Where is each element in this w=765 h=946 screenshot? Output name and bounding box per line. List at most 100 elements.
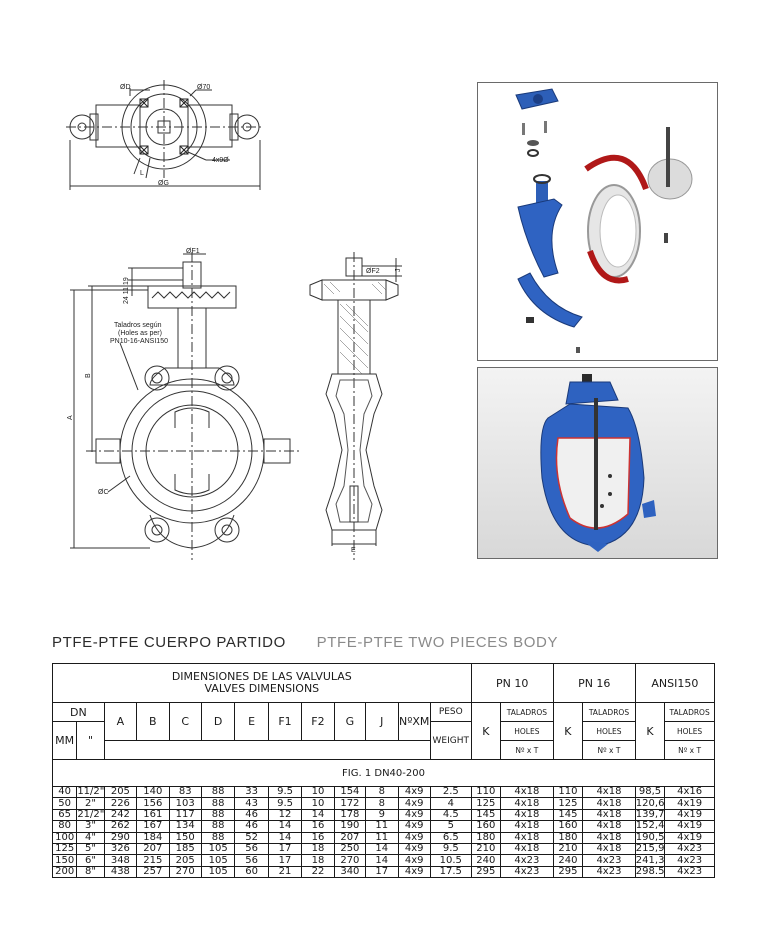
- label-e: E: [351, 547, 356, 554]
- table-cell: 180: [552, 831, 584, 844]
- table-cell: 4x18: [500, 831, 554, 844]
- table-cell: 110: [470, 785, 502, 799]
- exploded-view-render: [515, 88, 693, 353]
- header-c: C: [168, 702, 202, 741]
- table-cell: 6.5: [429, 831, 472, 844]
- table-cell: 11: [365, 820, 399, 833]
- header-holes-pn10: HOLES: [500, 721, 554, 741]
- table-cell: 4x9: [397, 785, 431, 799]
- table-cell: 207: [136, 842, 170, 856]
- header-taladros-pn10: TALADROS: [500, 702, 554, 722]
- table-cell: 16: [301, 820, 335, 833]
- header-a: A: [103, 702, 138, 741]
- table-cell: 105: [200, 842, 236, 856]
- table-cell: 14: [267, 820, 303, 833]
- table-cell: 240: [470, 854, 502, 867]
- table-cell: 17: [267, 842, 303, 856]
- header-k-pn10: K: [470, 702, 502, 760]
- table-cell: 4x9: [397, 820, 431, 833]
- table-cell: 3": [76, 820, 105, 833]
- table-cell: 2": [76, 797, 105, 810]
- table-cell: 6": [76, 854, 105, 867]
- table-cell: 438: [103, 865, 138, 879]
- table-cell: 140: [136, 785, 170, 799]
- table-cell: 4": [76, 831, 105, 844]
- table-cell: 250: [333, 842, 367, 856]
- table-cell: 290: [103, 831, 138, 844]
- table-cell: 4.5: [429, 808, 472, 822]
- table-cell: 125: [51, 842, 78, 856]
- header-taladros-pn16: TALADROS: [582, 702, 636, 722]
- table-cell: 4x23: [582, 865, 636, 879]
- header-ansi: ANSI150: [634, 663, 716, 703]
- table-cell: 4x19: [664, 820, 715, 833]
- table-cell: 4x23: [664, 854, 715, 867]
- header-weight: WEIGHT: [429, 721, 472, 760]
- table-cell: 46: [234, 808, 269, 822]
- table-cell: 110: [552, 785, 584, 799]
- table-cell: 200: [51, 865, 78, 879]
- table-cell: 184: [136, 831, 170, 844]
- assembled-valve-render: [540, 374, 656, 552]
- table-cell: 88: [200, 785, 236, 799]
- table-cell: 180: [470, 831, 502, 844]
- table-cell: 139,7: [634, 808, 666, 822]
- table-cell: 125: [470, 797, 502, 810]
- table-cell: 4x18: [500, 785, 554, 799]
- technical-drawings: ØD Ø70 4x9Ø ØG L ØF1 24 11 19 A B ØC Tal…: [66, 80, 402, 560]
- section-heading: PTFE-PTFE CUERPO PARTIDO PTFE-PTFE TWO P…: [52, 634, 558, 651]
- label-f1: ØF1: [186, 248, 200, 255]
- header-f2: F2: [301, 702, 335, 741]
- table-cell: 100: [51, 831, 78, 844]
- table-cell: 340: [333, 865, 367, 879]
- table-cell: 134: [168, 820, 202, 833]
- table-cell: 150: [168, 831, 202, 844]
- table-cell: 56: [234, 854, 269, 867]
- table-cell: 4x9: [397, 808, 431, 822]
- table-cell: 4x23: [664, 842, 715, 856]
- table-cell: 167: [136, 820, 170, 833]
- table-cell: 9: [365, 808, 399, 822]
- header-dn: DN: [52, 702, 105, 722]
- table-cell: 17: [365, 865, 399, 879]
- heading-english: PTFE-PTFE TWO PIECES BODY: [316, 634, 559, 651]
- table-title-es: DIMENSIONES DE LAS VALVULAS: [171, 670, 352, 683]
- header-nxm: NºXM: [397, 702, 431, 741]
- header-taladros-ansi: TALADROS: [664, 702, 715, 722]
- table-cell: 172: [333, 797, 367, 810]
- table-cell: 8: [365, 797, 399, 810]
- side-view: [309, 252, 402, 560]
- figure-caption: FIG. 1 DN40-200: [52, 759, 715, 787]
- table-cell: 262: [103, 820, 138, 833]
- table-cell: 12: [267, 808, 303, 822]
- table-cell: 4x18: [500, 797, 554, 810]
- table-cell: 9.5: [267, 785, 303, 799]
- table-cell: 270: [333, 854, 367, 867]
- table-title-en: VALVES DIMENSIONS: [204, 682, 320, 695]
- table-cell: 65: [51, 808, 78, 822]
- table-cell: 11: [365, 831, 399, 844]
- label-f2: ØF2: [366, 268, 380, 275]
- valve-dimensions-table: DIMENSIONES DE LAS VALVULAS VALVES DIMEN…: [51, 663, 716, 879]
- label-j: J: [395, 269, 402, 273]
- header-holes-pn16: HOLES: [582, 721, 636, 741]
- table-cell: 4: [429, 797, 472, 810]
- table-cell: 4x19: [664, 831, 715, 844]
- table-cell: 241,3: [634, 854, 666, 867]
- table-cell: 270: [168, 865, 202, 879]
- label-dims-vertical: 24 11 19: [123, 277, 130, 304]
- table-cell: 10: [301, 797, 335, 810]
- header-inch: ": [76, 721, 105, 760]
- table-cell: 4x9: [397, 842, 431, 856]
- table-cell: 17: [267, 854, 303, 867]
- table-cell: 4x19: [664, 808, 715, 822]
- table-cell: 4x18: [582, 785, 636, 799]
- label-b: B: [85, 373, 92, 378]
- header-nxt-pn16: Nº x T: [582, 740, 636, 760]
- valve-drawing-svg: ØD Ø70 4x9Ø ØG L ØF1 24 11 19 A B ØC Tal…: [66, 80, 402, 560]
